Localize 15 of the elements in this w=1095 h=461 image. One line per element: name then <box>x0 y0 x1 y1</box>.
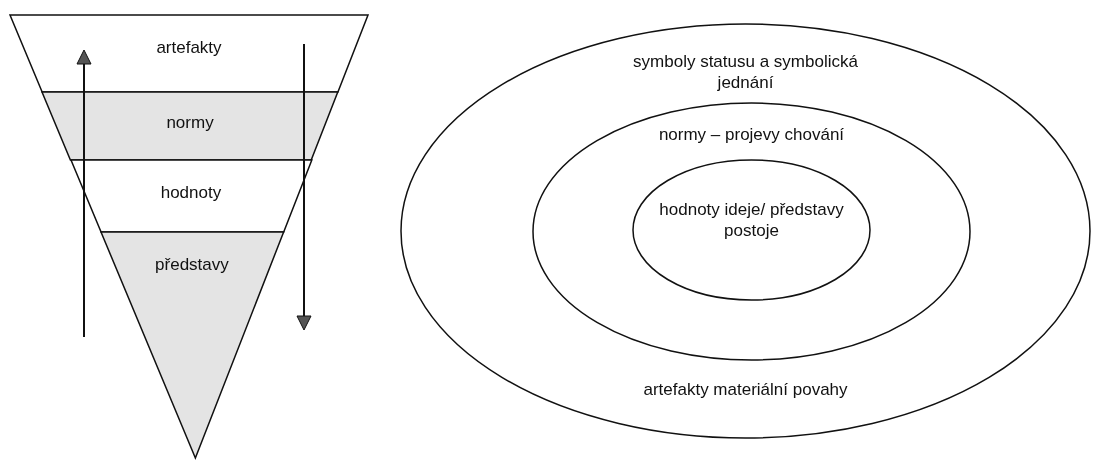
layer-label: artefakty <box>156 37 222 58</box>
layer-label: hodnoty <box>160 182 222 203</box>
ellipse-ring <box>400 23 1091 439</box>
layer-label: normy <box>166 112 214 133</box>
pyramid-layer <box>10 15 368 92</box>
ring-label: normy – projevy chování <box>658 124 845 145</box>
pyramid-layer <box>70 160 312 232</box>
layer-label: představy <box>155 254 229 275</box>
pyramid-layer <box>100 232 284 458</box>
ring-label: hodnoty ideje/ představy postoje <box>658 199 845 241</box>
ellipse-ring <box>532 102 971 361</box>
ellipse-ring <box>632 159 871 301</box>
ring-label: artefakty materiální povahy <box>643 379 848 400</box>
ring-label: symboly statusu a symbolická jednání <box>632 51 859 93</box>
pyramid-layer <box>42 92 338 160</box>
